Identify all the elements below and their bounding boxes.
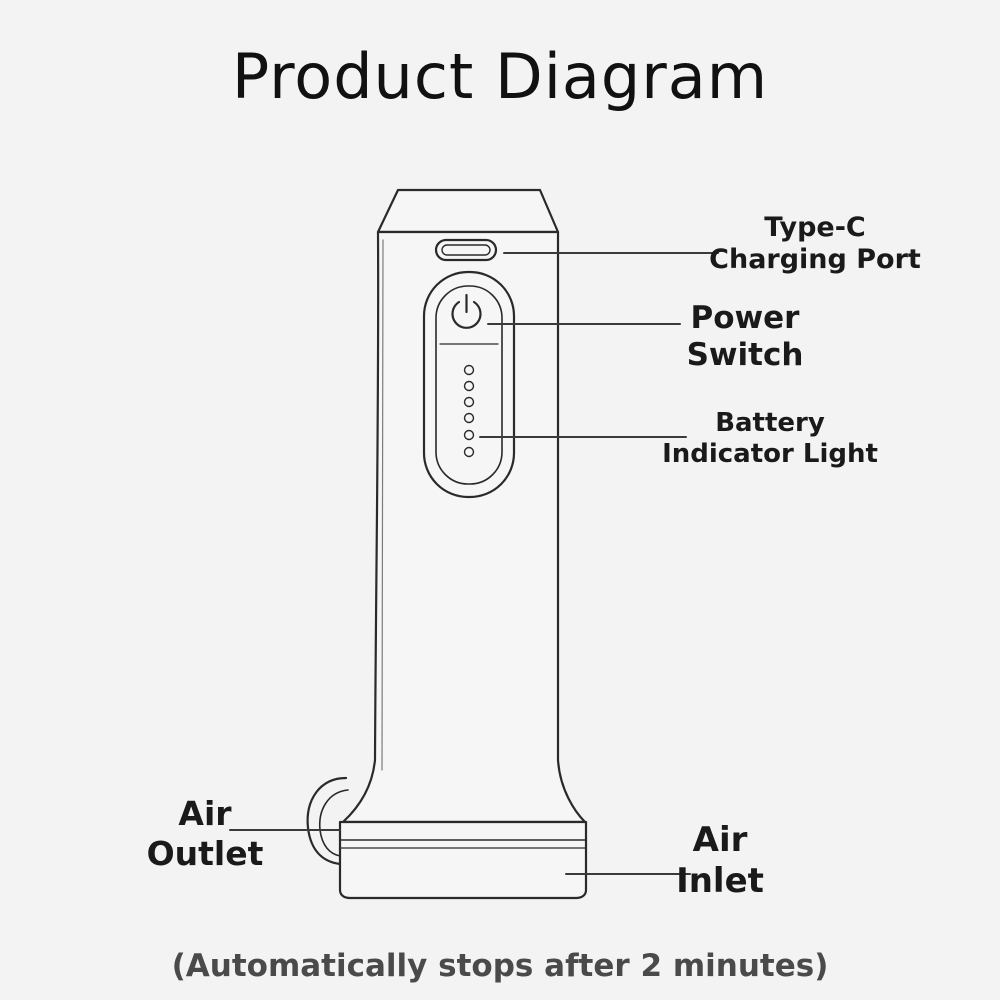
label-line: Charging Port bbox=[709, 244, 921, 276]
battery-indicator-leds bbox=[463, 364, 475, 458]
device-base bbox=[338, 820, 588, 900]
label-power-switch: Power Switch bbox=[670, 300, 820, 374]
label-air-inlet: Air Inlet bbox=[660, 820, 780, 902]
label-line: Indicator Light bbox=[662, 439, 878, 470]
label-line: Power bbox=[690, 300, 800, 336]
control-panel bbox=[422, 270, 516, 499]
label-type-c-charging-port: Type-C Charging Port bbox=[700, 212, 930, 277]
label-line: Type-C bbox=[764, 212, 866, 243]
label-line: Outlet bbox=[146, 833, 264, 873]
label-line: Battery bbox=[715, 408, 825, 438]
label-battery-indicator-light: Battery Indicator Light bbox=[660, 408, 880, 470]
label-line: Air bbox=[692, 820, 748, 860]
device-top-cap bbox=[376, 188, 560, 234]
air-outlet-nozzle bbox=[306, 776, 348, 866]
label-line: Switch bbox=[686, 337, 804, 374]
label-air-outlet: Air Outlet bbox=[130, 794, 280, 873]
auto-stop-note: (Automatically stops after 2 minutes) bbox=[171, 948, 829, 984]
device-body bbox=[341, 230, 587, 824]
power-icon bbox=[451, 293, 482, 329]
page-title: Product Diagram bbox=[231, 40, 769, 113]
label-line: Inlet bbox=[676, 860, 764, 901]
type-c-port bbox=[434, 238, 498, 262]
label-line: Air bbox=[178, 794, 232, 833]
